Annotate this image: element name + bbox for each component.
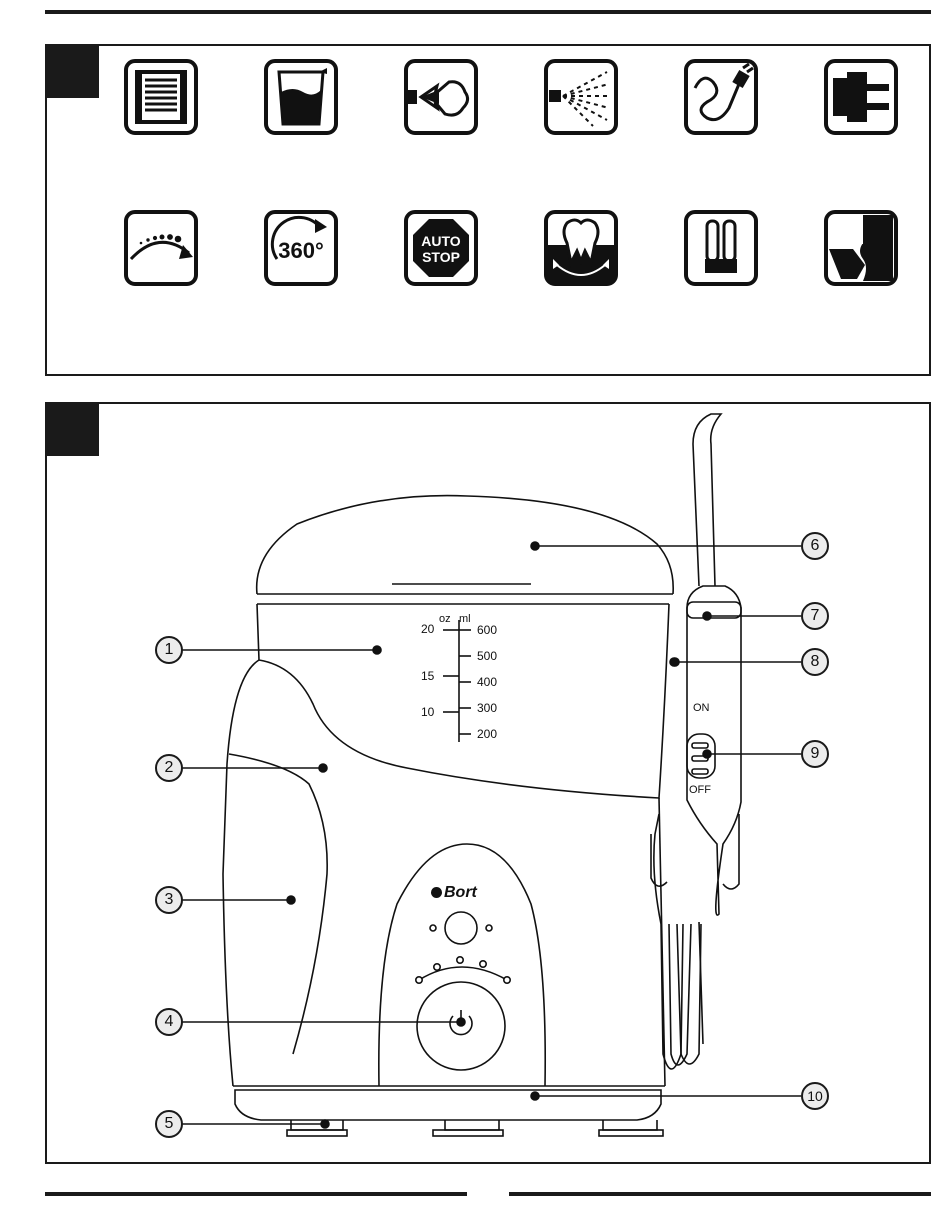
callout-3: 3: [155, 886, 183, 914]
scale-ml-header: ml: [459, 613, 471, 625]
handle-off-label: OFF: [689, 784, 711, 796]
handle-on-label: ON: [693, 702, 710, 714]
lid: [257, 496, 674, 594]
scale-ml-500: 500: [477, 649, 497, 663]
brand-logo: Bort: [431, 884, 477, 902]
callout-4: 4: [155, 1008, 183, 1036]
callout-1: 1: [155, 636, 183, 664]
rotation-label: 360°: [278, 238, 324, 263]
auto-stop-line2: STOP: [422, 249, 460, 265]
scale-ml-600: 600: [477, 623, 497, 637]
nozzles-icon: [683, 209, 759, 287]
spray-icon: [543, 58, 619, 136]
callout-2: 2: [155, 754, 183, 782]
callout-6: 6: [801, 532, 829, 560]
gum-massage-icon: [543, 209, 619, 287]
panel-tab: [47, 46, 99, 98]
auto-stop-icon: AUTO STOP: [403, 209, 479, 287]
callout-10: 10: [801, 1082, 829, 1110]
scale-oz-15: 15: [421, 669, 434, 683]
rotation-icon: 360°: [263, 209, 339, 287]
callout-9: 9: [801, 740, 829, 768]
water-flosser-illustration: [47, 404, 929, 1162]
scale-ml-200: 200: [477, 727, 497, 741]
bottom-rule-right: [509, 1192, 931, 1196]
icon-panel: 360° AUTO STOP: [45, 44, 931, 376]
brand-mark-icon: [431, 887, 442, 898]
auto-stop-line1: AUTO: [421, 233, 461, 249]
scale-ml-300: 300: [477, 701, 497, 715]
scale-oz-10: 10: [421, 705, 434, 719]
control-panel: [379, 844, 545, 1086]
handle: [687, 586, 741, 915]
power-cord-icon: [683, 58, 759, 136]
callout-7: 7: [801, 602, 829, 630]
device-panel: Bort oz ml 20 15 10 600 500 400 300 200 …: [45, 402, 931, 1164]
callout-8: 8: [801, 648, 829, 676]
water-tank-icon: [263, 58, 339, 136]
top-rule: [45, 10, 931, 14]
callout-5: 5: [155, 1110, 183, 1138]
tongue-cleaning-icon: [823, 209, 899, 287]
base: [235, 1090, 661, 1120]
scale-oz-20: 20: [421, 622, 434, 636]
scale-oz-header: oz: [439, 613, 451, 625]
pulse-jet-icon: [403, 58, 479, 136]
bottom-rule-left: [45, 1192, 467, 1196]
pressure-levels-icon: [123, 209, 199, 287]
plug-icon: [823, 58, 899, 136]
scale-ml-400: 400: [477, 675, 497, 689]
nozzle: [693, 414, 721, 586]
filter-icon: [123, 58, 199, 136]
